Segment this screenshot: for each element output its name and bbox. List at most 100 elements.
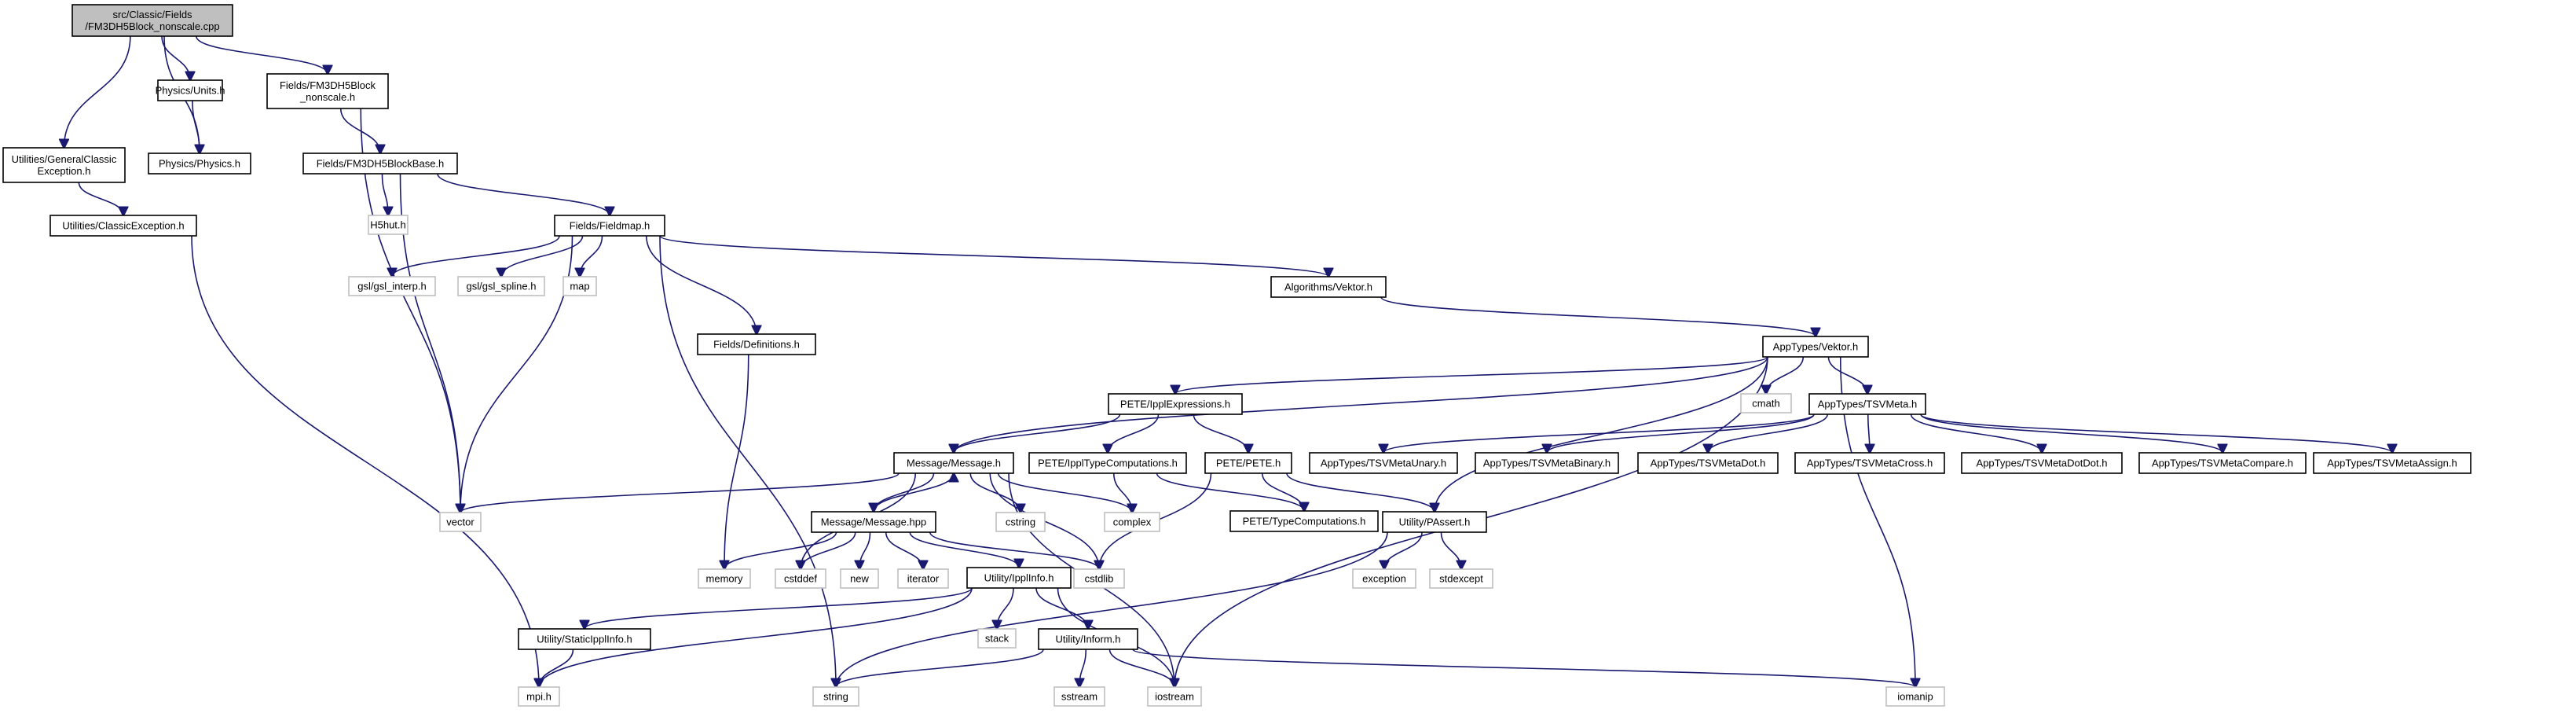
edge-line bbox=[1261, 472, 1304, 511]
node-box bbox=[1429, 568, 1493, 589]
node-apptypes-tsvmetadot-h[interactable]: AppTypes/TSVMetaDot.h bbox=[1637, 452, 1779, 474]
node-iomanip: iomanip bbox=[1885, 686, 1945, 707]
node-pete-pete-h[interactable]: PETE/PETE.h bbox=[1204, 452, 1292, 474]
node-label: iomanip bbox=[1897, 691, 1933, 703]
node-pete-typecomputations-h[interactable]: PETE/TypeComputations.h bbox=[1229, 510, 1379, 532]
node-label: iterator bbox=[907, 573, 940, 585]
node-utility-ipplinfo-h[interactable]: Utility/IpplInfo.h bbox=[966, 567, 1072, 589]
edge-pete-to-typecomp bbox=[1261, 472, 1304, 511]
edge-line bbox=[859, 531, 871, 569]
node-message-message-h[interactable]: Message/Message.h bbox=[893, 452, 1014, 474]
edges-layer bbox=[64, 35, 2393, 687]
node-message-message-hpp[interactable]: Message/Message.hpp bbox=[811, 511, 936, 533]
edge-line bbox=[339, 108, 380, 153]
edge-appvektor-to-iomanip bbox=[1839, 356, 1915, 687]
node-label: Algorithms/Vektor.h bbox=[1284, 281, 1372, 293]
node-label: memory bbox=[706, 573, 743, 585]
edge-line bbox=[580, 235, 603, 277]
edge-line bbox=[64, 35, 131, 148]
edge-line bbox=[954, 356, 1768, 453]
edge-algvektor-to-appvektor bbox=[1380, 296, 1816, 336]
node-stack: stack bbox=[977, 628, 1017, 649]
edge-line bbox=[836, 649, 1044, 687]
node-apptypes-tsvmetaassign-h[interactable]: AppTypes/TSVMetaAssign.h bbox=[2313, 452, 2472, 474]
node-apptypes-tsvmetabinary-h[interactable]: AppTypes/TSVMetaBinary.h bbox=[1475, 452, 1619, 474]
node-label: Utility/PAssert.h bbox=[1399, 516, 1471, 528]
edge-line bbox=[1839, 356, 1915, 687]
node-apptypes-tsvmetacompare-h[interactable]: AppTypes/TSVMetaCompare.h bbox=[2138, 452, 2307, 474]
node-box bbox=[1204, 452, 1292, 474]
edge-line bbox=[1708, 413, 1829, 453]
node-label: PETE/TypeComputations.h bbox=[1243, 516, 1366, 527]
node-box bbox=[49, 215, 197, 237]
edge-tsvmeta-to-tsvassign bbox=[1920, 413, 2392, 453]
node-utility-inform-h[interactable]: Utility/Inform.h bbox=[1038, 628, 1138, 650]
edge-root-to-fmblock bbox=[195, 35, 328, 74]
node-fields-fieldmap-h[interactable]: Fields/Fieldmap.h bbox=[554, 215, 665, 237]
edge-line bbox=[392, 235, 560, 277]
edge-passert-to-stdexcept bbox=[1440, 531, 1462, 569]
node-cstring: cstring bbox=[995, 512, 1046, 532]
node-box bbox=[1309, 452, 1458, 474]
node-box bbox=[775, 568, 826, 589]
node-label: Utilities/ClassicException.h bbox=[62, 220, 184, 232]
edge-line bbox=[1440, 531, 1462, 569]
edge-ipplinfo-to-staticippl bbox=[584, 587, 973, 629]
edge-fieldmap-to-string bbox=[659, 235, 836, 687]
node-box bbox=[1038, 628, 1138, 650]
node-box bbox=[518, 686, 560, 707]
node-box bbox=[1053, 686, 1105, 707]
node-box bbox=[1352, 568, 1416, 589]
edge-line bbox=[1108, 413, 1160, 453]
node-utilities-classicexception-h[interactable]: Utilities/ClassicException.h bbox=[49, 215, 197, 237]
edge-line bbox=[195, 35, 328, 74]
edge-line bbox=[659, 235, 836, 687]
edge-defs-to-memory bbox=[724, 354, 749, 569]
node-memory: memory bbox=[698, 568, 751, 589]
edge-ipplexpr-to-pete bbox=[1193, 413, 1248, 453]
node-pete-ipplexpressions-h[interactable]: PETE/IpplExpressions.h bbox=[1108, 393, 1243, 415]
edge-inform-to-iomanip bbox=[1132, 649, 1915, 687]
node-fields-definitions-h[interactable]: Fields/Definitions.h bbox=[697, 333, 816, 355]
node-physics-units-h[interactable]: Physics/Units.h bbox=[156, 79, 225, 101]
edge-line bbox=[724, 354, 749, 569]
node-apptypes-tsvmetaunary-h[interactable]: AppTypes/TSVMetaUnary.h bbox=[1309, 452, 1458, 474]
edge-fmbase-to-h5hut bbox=[381, 173, 389, 215]
node-label: Utility/StaticIpplInfo.h bbox=[537, 634, 632, 645]
node-physics-physics-h[interactable]: Physics/Physics.h bbox=[148, 153, 251, 175]
edge-fieldmap-to-gslinterp bbox=[392, 235, 560, 277]
edge-line bbox=[1108, 649, 1175, 687]
node-box bbox=[966, 567, 1072, 589]
node-new: new bbox=[840, 568, 879, 589]
node-label: Exception.h bbox=[38, 165, 91, 177]
node-box bbox=[562, 276, 597, 296]
node-apptypes-tsvmetadotdot-h[interactable]: AppTypes/TSVMetaDotDot.h bbox=[1961, 452, 2123, 474]
node-label: Physics/Physics.h bbox=[159, 158, 240, 170]
edge-tsvmeta-to-tsvdotdot bbox=[1910, 413, 2043, 453]
edge-messagehpp-to-memory bbox=[724, 531, 837, 569]
node-fields-fm3dh5block-nonscale-h[interactable]: Fields/FM3DH5Block_nonscale.h bbox=[266, 73, 389, 109]
node-pete-ippltypecomputations-h[interactable]: PETE/IpplTypeComputations.h bbox=[1028, 452, 1187, 474]
edge-inform-to-iostream bbox=[1108, 649, 1175, 687]
node-utility-passert-h[interactable]: Utility/PAssert.h bbox=[1382, 511, 1487, 533]
node-label: PETE/IpplExpressions.h bbox=[1120, 399, 1230, 410]
edge-tsvmeta-to-tsvcompare bbox=[1920, 413, 2222, 453]
node-box bbox=[1794, 452, 1945, 474]
node-label: iostream bbox=[1155, 691, 1194, 703]
node-label: Utility/IpplInfo.h bbox=[984, 572, 1054, 584]
edge-line bbox=[399, 173, 461, 513]
node-apptypes-tsvmetacross-h[interactable]: AppTypes/TSVMetaCross.h bbox=[1794, 452, 1945, 474]
node-apptypes-vektor-h[interactable]: AppTypes/Vektor.h bbox=[1762, 336, 1869, 358]
node-fields-fm3dh5blockbase-h[interactable]: Fields/FM3DH5BlockBase.h bbox=[302, 153, 458, 175]
node-algorithms-vektor-h[interactable]: Algorithms/Vektor.h bbox=[1270, 276, 1387, 298]
node-apptypes-tsvmeta-h[interactable]: AppTypes/TSVMeta.h bbox=[1808, 393, 1926, 415]
node-box bbox=[1270, 276, 1387, 298]
node-mpi-h: mpi.h bbox=[518, 686, 560, 707]
edge-appvektor-to-ipplexpr bbox=[1175, 356, 1768, 394]
node-complex: complex bbox=[1104, 512, 1160, 532]
edge-line bbox=[1910, 413, 2043, 453]
edge-line bbox=[909, 531, 1019, 568]
node-label: cstddef bbox=[784, 573, 817, 585]
node-utility-staticipplinfo-h[interactable]: Utility/StaticIpplInfo.h bbox=[518, 628, 651, 650]
